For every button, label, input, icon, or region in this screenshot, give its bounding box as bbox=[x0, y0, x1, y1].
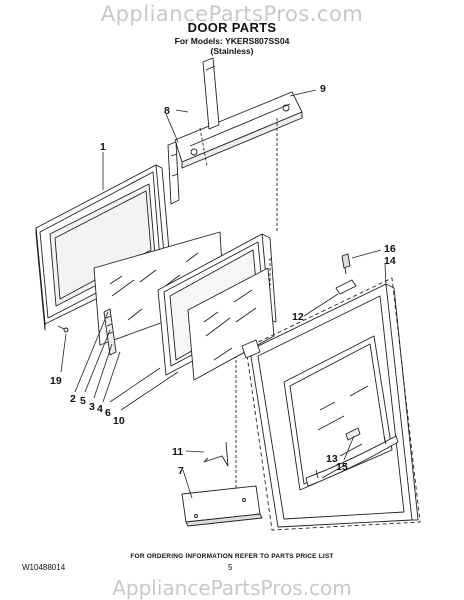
model-line: For Models: YKERS807SS04 bbox=[174, 36, 290, 46]
ordering-note: FOR ORDERING INFORMATION REFER TO PARTS … bbox=[130, 553, 334, 560]
callout-5: 5 bbox=[80, 395, 86, 407]
callout-14: 14 bbox=[384, 255, 396, 267]
callout-3: 3 bbox=[89, 401, 95, 413]
callout-6: 6 bbox=[105, 407, 111, 419]
part-hinge-bracket bbox=[167, 57, 220, 205]
callout-1: 1 bbox=[100, 141, 106, 153]
part-liner-screw bbox=[57, 325, 69, 333]
callout-12: 12 bbox=[292, 311, 304, 323]
page-number: 5 bbox=[228, 563, 233, 572]
callout-9: 9 bbox=[320, 83, 326, 95]
finish-line: (Stainless) bbox=[210, 46, 254, 56]
part-door-handle bbox=[305, 427, 399, 487]
outer-panel-outline bbox=[245, 277, 421, 531]
model-subtitle: For Models: YKERS807SS04 (Stainless) bbox=[0, 36, 464, 56]
callout-19: 19 bbox=[50, 375, 62, 387]
watermark-bottom: AppliancePartsPros.com bbox=[112, 576, 352, 600]
callout-10: 10 bbox=[113, 415, 125, 427]
part-hinge-receiver bbox=[241, 279, 357, 359]
part-bottom-trim bbox=[181, 485, 263, 527]
callout-7: 7 bbox=[178, 465, 184, 477]
document-number: W10488014 bbox=[22, 563, 66, 572]
callout-8: 8 bbox=[164, 105, 170, 117]
callout-15: 15 bbox=[336, 461, 348, 473]
part-middle-glass bbox=[187, 267, 275, 381]
part-vent-panel bbox=[174, 91, 303, 169]
part-door-stop-clip bbox=[203, 441, 229, 467]
callout-4: 4 bbox=[97, 403, 103, 415]
leader-lines bbox=[60, 89, 387, 499]
callout-2: 2 bbox=[70, 393, 76, 405]
part-screw bbox=[341, 253, 351, 275]
callout-16: 16 bbox=[384, 243, 396, 255]
watermark-top: AppliancePartsPros.com bbox=[100, 2, 364, 26]
callout-13: 13 bbox=[326, 453, 338, 465]
callout-11: 11 bbox=[172, 446, 183, 458]
part-glass-spacer bbox=[103, 308, 117, 356]
part-outer-door-panel bbox=[249, 283, 419, 528]
page-title: DOOR PARTS bbox=[187, 20, 277, 35]
